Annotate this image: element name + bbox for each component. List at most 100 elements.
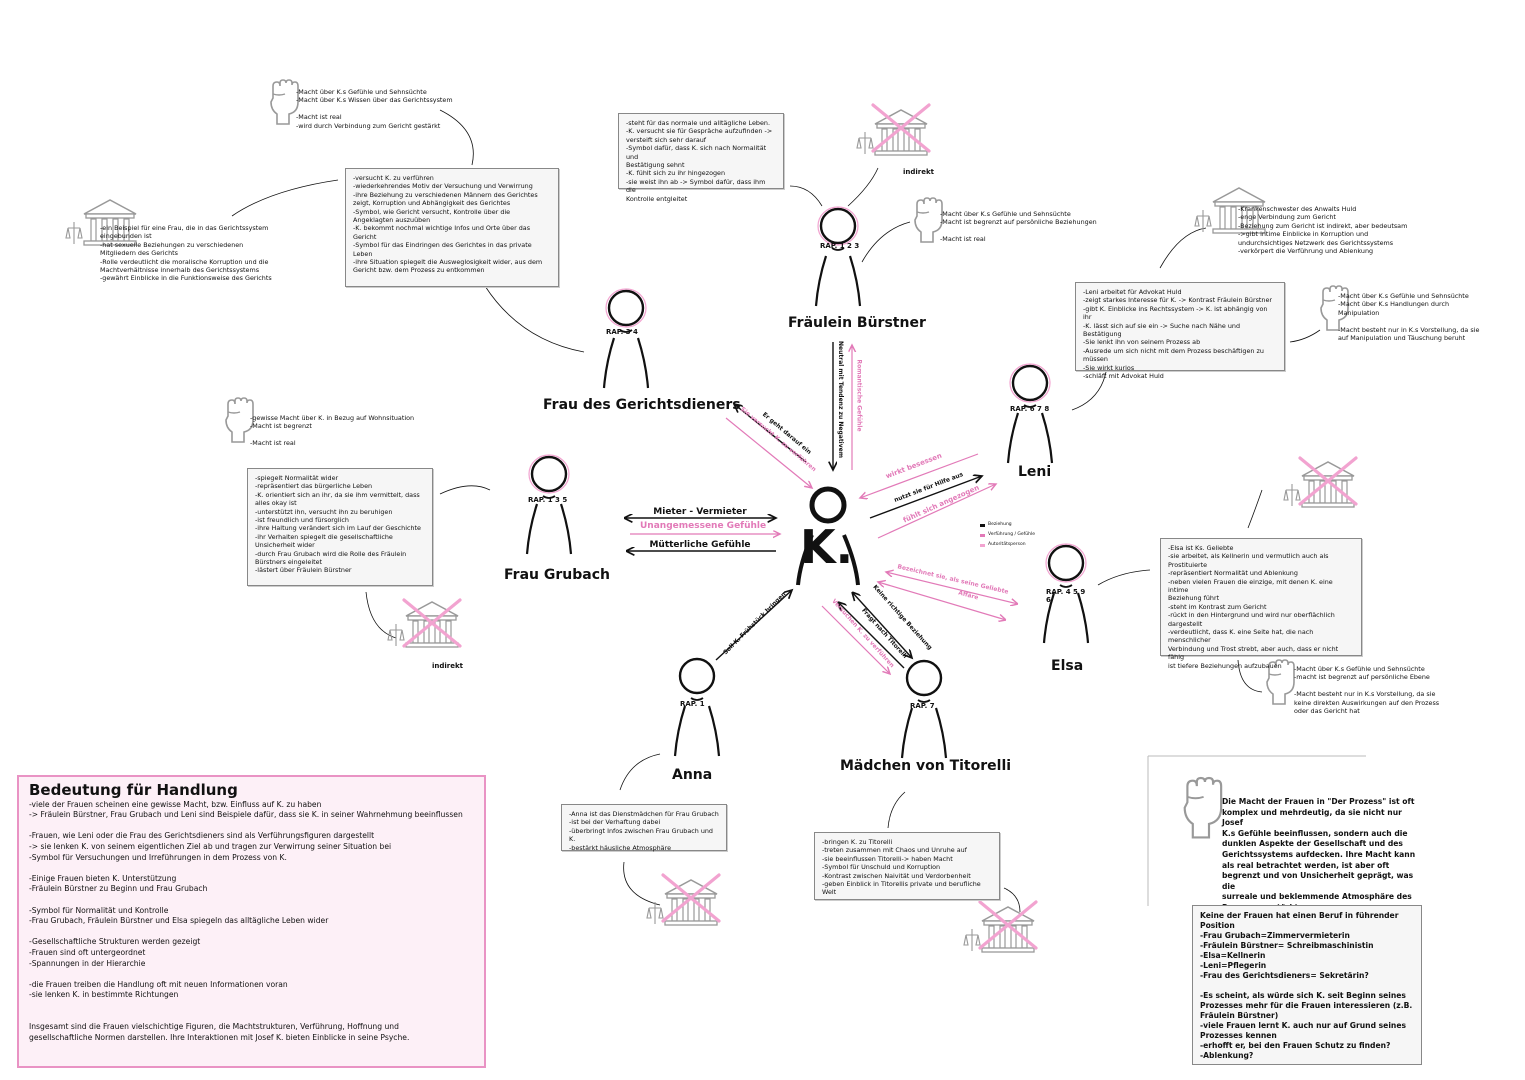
- text-line: -Frau Grubach, Fräulein Bürstner und Els…: [29, 916, 329, 926]
- text-line: -sie weist ihn ab -> Symbol dafür, dass …: [626, 177, 768, 195]
- text-line: -hat sexuelle Beziehungen zu verschieden…: [100, 240, 244, 249]
- text-line: -gewisse Macht über K. in Bezug auf Wohn…: [250, 414, 415, 422]
- text-line: -Sie wirkt kurios: [1083, 363, 1135, 372]
- text-line: -Symbol für Unschuld und Korruption: [822, 863, 941, 872]
- box-elsa: -Elsa ist Ks. Geliebte-sie arbeitet, als…: [1160, 538, 1362, 670]
- text-line: -überbringt Infos zwischen Frau Grubach …: [569, 826, 716, 844]
- text-line: Gericht bzw. dem Prozess zu entkommen: [353, 266, 485, 275]
- text-line: -Macht ist real: [296, 113, 342, 122]
- summary-panel: Bedeutung für Handlung -viele der Frauen…: [17, 775, 486, 1068]
- text-line: -Fräulein Bürstner zu Beginn und Frau Gr…: [29, 884, 208, 894]
- text-line: ->gibt intime Einblicke in Korruption un…: [1238, 230, 1369, 239]
- text-line: -Es scheint, als würde sich K. seit Begi…: [1200, 991, 1406, 1000]
- label-buer-pink: Romantische Gefühle: [855, 359, 863, 432]
- text-line: -Macht über K.s Gefühle und Sehnsüchte: [296, 88, 427, 96]
- note-leni-power: -Macht über K.s Gefühle und Sehnsüchte-M…: [1338, 292, 1479, 342]
- chapter-gerichtsdiener: RAP. 3 4: [606, 328, 638, 336]
- text-line: Manipulation: [1338, 308, 1380, 317]
- text-line: dunklen Aspekte der Gesellschaft und des: [1222, 839, 1403, 849]
- text-line: -rückt in den Hintergrund und wird nur o…: [1168, 611, 1335, 620]
- center-k-label: K.: [800, 520, 854, 574]
- text-line: -ihre Haltung verändert sich im Lauf der…: [255, 524, 421, 533]
- text-line: komplex und mehrdeutig, da sie nicht nur…: [1222, 807, 1402, 828]
- text-line: [1338, 317, 1479, 325]
- chapter-elsa: RAP. 4 5 9 6: [1046, 588, 1086, 604]
- text-line: Bürstners eingeleitet: [255, 558, 323, 567]
- text-line: -Anna ist das Dienstmädchen für Frau Gru…: [569, 810, 719, 818]
- summary-title: Bedeutung für Handlung: [29, 781, 238, 799]
- text-line: -Macht ist begrenzt auf persönliche Bezi…: [940, 218, 1097, 227]
- text-line: -Kontrast zwischen Naivität und Verdorbe…: [822, 871, 971, 880]
- text-line: -Fräulein Bürstner= Schreibmaschinistin: [1200, 941, 1374, 950]
- text-line: -Symbol für Versuchungen und Irreführung…: [29, 852, 287, 862]
- text-line: -gewährt Einblicke in die Funktionsweise…: [100, 274, 272, 283]
- text-line: -die Frauen treiben die Handlung oft mit…: [29, 979, 288, 989]
- name-elsa: Elsa: [1051, 658, 1084, 674]
- legend: Beziehung Verführung / Gefühle Autorität…: [980, 520, 1035, 550]
- box-anna: -Anna ist das Dienstmädchen für Frau Gru…: [561, 804, 727, 852]
- text-line: [29, 969, 474, 980]
- text-line: -enge Verbindung zum Gericht: [1238, 213, 1336, 222]
- box-gerichtsdiener: -versucht K. zu verführen-wiederkehrende…: [345, 168, 559, 287]
- label-buer-black: Neutral mit Tendenz zu Negativem: [836, 341, 844, 458]
- text-line: gesellschaftliche Normen darstellen. Ihr…: [29, 1032, 410, 1042]
- text-line: -Leni=Pflegerin: [1200, 961, 1267, 970]
- text-line: -steht für das normale und alltägliche L…: [626, 119, 770, 127]
- note-grubach-power: -gewisse Macht über K. in Bezug auf Wohn…: [250, 414, 414, 448]
- text-line: -Macht über K.s Wissen über das Gerichts…: [296, 96, 453, 105]
- text-line: Keine der Frauen hat einen Beruf in führ…: [1200, 911, 1402, 930]
- text-line: als real betrachtet werden, ist aber oft: [1222, 860, 1390, 870]
- text-line: -> sie lenken K. von seinem eigentlichen…: [29, 841, 392, 851]
- text-line: -lästert über Fräulein Bürstner: [255, 566, 352, 575]
- text-line: oder das Gericht hat: [1294, 707, 1360, 716]
- text-line: [29, 863, 474, 874]
- text-line: auf Manipulation und Täuschung beruht: [1338, 334, 1466, 343]
- text-line: -Macht ist real: [250, 439, 296, 448]
- court-label-buerstner: indirekt: [903, 168, 934, 176]
- note-leni-court: -Krankenschwester des Anwalts Huld-enge …: [1238, 205, 1407, 255]
- name-grubach: Frau Grubach: [504, 567, 610, 583]
- name-anna: Anna: [672, 767, 713, 783]
- text-line: -ein Beispiel für eine Frau, die in das …: [100, 224, 269, 232]
- note-elsa-power: -Macht über K.s Gefühle und Sehnsüchte-m…: [1294, 665, 1439, 715]
- text-line: K.s Gefühle beeinflussen, sondern auch d…: [1222, 828, 1408, 838]
- text-line: zeigt, Korruption und Abhängigkeit des G…: [353, 199, 511, 208]
- text-line: [29, 1011, 474, 1022]
- text-line: Gericht: [353, 232, 377, 241]
- text-line: Beziehung führt: [1168, 594, 1220, 603]
- text-line: -ist bei der Verhaftung dabei: [569, 818, 661, 827]
- chapter-grubach: RAP. 1 3 5: [528, 496, 568, 504]
- text-line: [296, 105, 453, 113]
- note-gerichtsdiener-court: -ein Beispiel für eine Frau, die in das …: [100, 224, 272, 283]
- jobs-box: Keine der Frauen hat einen Beruf in führ…: [1192, 905, 1422, 1065]
- text-line: -bringen K. zu Titorelli: [822, 838, 893, 846]
- text-line: -Elsa=Kellnerin: [1200, 951, 1266, 960]
- text-line: -Frauen, wie Leni oder die Frau des Geri…: [29, 831, 375, 841]
- text-line: Verbindung und Trost strebt, aber auch, …: [1168, 644, 1341, 662]
- text-line: -Macht über K.s Gefühle und Sehnsüchte: [940, 210, 1071, 218]
- text-line: [29, 821, 474, 832]
- text-line: -bestärkt häusliche Atmosphäre: [569, 843, 672, 852]
- text-line: -Spannungen in der Hierarchie: [29, 958, 146, 968]
- text-line: Prostituierte: [1168, 560, 1208, 569]
- box-grubach: -spiegelt Normalität wider-repräsentiert…: [247, 468, 433, 586]
- text-line: -versucht K. zu verführen: [353, 174, 434, 182]
- text-line: Die Macht der Frauen in "Der Prozess" is…: [1222, 797, 1415, 806]
- text-line: Insgesamt sind die Frauen vielschichtige…: [29, 1022, 399, 1032]
- text-line: -Symbol, wie Gericht versucht, Kontrolle…: [353, 207, 511, 216]
- text-line: -ist freundlich und fürsorglich: [255, 516, 349, 525]
- text-line: Prozesses kennen: [1200, 1031, 1277, 1040]
- text-line: [29, 1001, 474, 1012]
- text-line: -steht im Kontrast zum Gericht: [1168, 602, 1267, 611]
- text-line: -Symbol dafür, dass K. sich nach Normali…: [626, 144, 769, 161]
- label-mieter-vermieter: Mieter - Vermieter: [653, 507, 747, 517]
- text-line: -verkörpert die Verführung und Ablenkung: [1238, 247, 1374, 256]
- text-line: -Beziehung zum Gericht ist indirekt, abe…: [1238, 221, 1408, 230]
- text-line: -geben Einblick in Titorellis private un…: [822, 880, 983, 897]
- text-line: -K. orientiert sich an ihr, da sie ihm v…: [255, 490, 420, 499]
- text-line: -neben vielen Frauen die einzige, mit de…: [1168, 577, 1335, 595]
- text-line: -sie arbeitet, als Kellnerin und vermutl…: [1168, 552, 1329, 561]
- text-line: [29, 927, 474, 938]
- text-line: [1200, 981, 1414, 991]
- court-label-grubach: indirekt: [432, 662, 463, 670]
